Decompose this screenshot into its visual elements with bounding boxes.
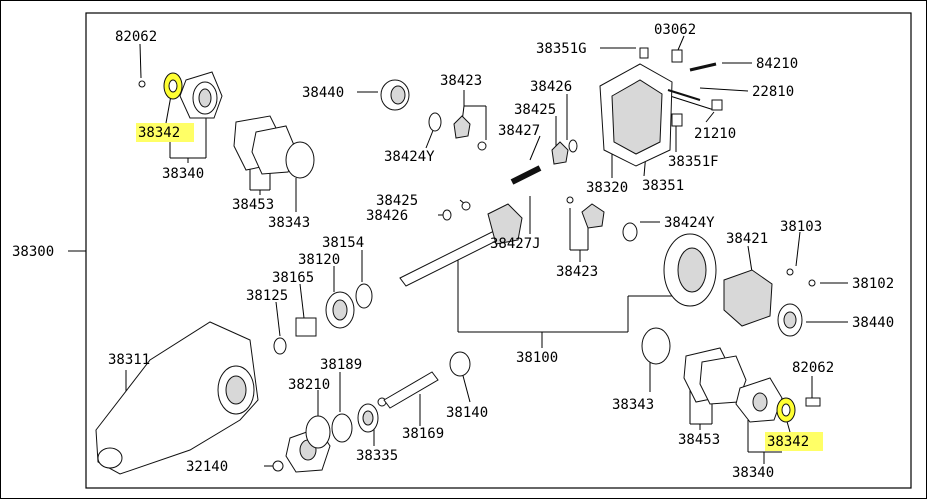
label-38169: 38169 [402, 426, 444, 442]
washer-38125 [273, 337, 287, 355]
label-32140: 32140 [186, 459, 228, 475]
label-38120: 38120 [298, 252, 340, 268]
label-38423-top: 38423 [440, 73, 482, 89]
pinion-38425-top [551, 141, 569, 165]
label-38426-top: 38426 [530, 79, 572, 95]
label-38343-right: 38343 [612, 397, 654, 413]
label-38343-left: 38343 [268, 215, 310, 231]
label-38351: 38351 [642, 178, 684, 194]
label-38453-right: 38453 [678, 432, 720, 448]
label-38426-lower: 38426 [366, 208, 408, 224]
oring-38343-left [285, 141, 315, 179]
label-03062: 03062 [654, 22, 696, 38]
label-38103: 38103 [780, 219, 822, 235]
label-38154: 38154 [322, 235, 364, 251]
bolt-82062-left [138, 80, 146, 88]
label-38125: 38125 [246, 288, 288, 304]
label-38342-left: 38342 [138, 125, 180, 141]
label-38320: 38320 [586, 180, 628, 196]
label-38340-right: 38340 [732, 465, 774, 481]
label-84210: 84210 [756, 56, 798, 72]
label-38427: 38427 [498, 123, 540, 139]
label-82062-top: 82062 [115, 29, 157, 45]
label-38189: 38189 [320, 357, 362, 373]
highlight-38342-left [136, 123, 194, 142]
label-38425-top: 38425 [514, 102, 556, 118]
label-38351g: 38351G [536, 41, 587, 57]
bolt-82062-right [805, 397, 821, 407]
label-38210: 38210 [288, 377, 330, 393]
washer-38424y-lower [622, 222, 638, 242]
washer-38426-top [568, 139, 578, 153]
label-38140: 38140 [446, 405, 488, 421]
diff-case-38421 [723, 269, 773, 327]
label-38440-top: 38440 [302, 85, 344, 101]
label-22810: 22810 [752, 84, 794, 100]
label-38440-right: 38440 [852, 315, 894, 331]
collapsible-spacer-38169 [383, 371, 439, 409]
highlight-38342-right [765, 432, 823, 451]
label-38165: 38165 [272, 270, 314, 286]
label-38351f: 38351F [668, 154, 719, 170]
gasket-38453-b [251, 125, 297, 175]
pinion-38423-lower [581, 203, 605, 229]
label-38100: 38100 [516, 350, 558, 366]
label-38424y-lower: 38424Y [664, 215, 715, 231]
label-38102: 38102 [852, 276, 894, 292]
label-38340-left: 38340 [162, 166, 204, 182]
label-38453-left: 38453 [232, 197, 274, 213]
seal-38189 [331, 413, 353, 443]
washer-38424y-top [428, 112, 442, 132]
bearing-38140 [449, 351, 471, 377]
label-38342-right: 38342 [767, 434, 809, 450]
label-38427j: 38427J [490, 236, 541, 252]
part-illustrations [95, 47, 821, 475]
shaft-38427 [510, 165, 542, 185]
label-38300: 38300 [12, 244, 54, 260]
label-38335: 38335 [356, 448, 398, 464]
label-82062-right: 82062 [792, 360, 834, 376]
pinion-38423-top [453, 115, 471, 139]
nut-32140 [272, 460, 284, 472]
label-38425-lower: 38425 [376, 193, 418, 209]
callout-labels: 38300 82062 38342 38340 38453 38343 3844… [12, 22, 894, 481]
shim-38154 [355, 283, 373, 309]
label-38311: 38311 [108, 352, 150, 368]
oring-38343-right [641, 327, 671, 365]
label-38421: 38421 [726, 231, 768, 247]
label-21210: 21210 [694, 126, 736, 142]
label-38423-lower: 38423 [556, 264, 598, 280]
spacer-38165 [295, 317, 317, 337]
label-38424y-top: 38424Y [384, 149, 435, 165]
